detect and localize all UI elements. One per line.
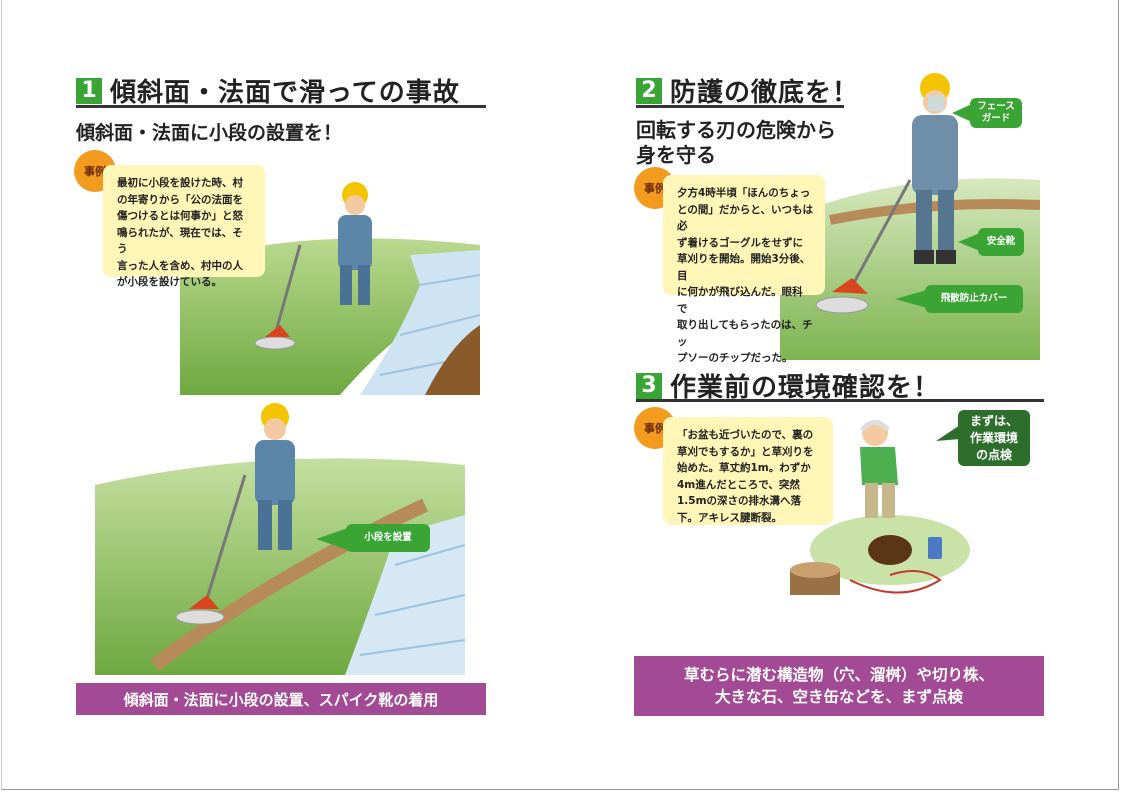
section3-banner: 草むらに潜む構造物（穴、溜桝）や切り株、 大きな石、空き缶などを、まず点検 (634, 656, 1044, 716)
section2-case-line: ず着けるゴーグルをせずに (677, 236, 803, 249)
safety-shoes-tag: 安全靴 (978, 228, 1024, 256)
face-guard-tag-line: フェース (977, 101, 1015, 112)
section3-case-line: 始めた。草丈約1m。わずか (677, 462, 811, 474)
environment-check-tag: まずは、 作業環境 の点検 (958, 410, 1030, 466)
section2-subtitle: 回転する刃の危険から 身を守る (636, 118, 836, 168)
section2-heading: 2 防護の徹底を！ (636, 72, 859, 109)
face-guard-tag-line: ガード (981, 113, 1011, 124)
section2-number: 2 (636, 77, 662, 104)
section3-case-line: 下。アキレス腱断裂。 (677, 511, 782, 524)
section3-case-box: 「お盆も近づいたので、裏の 草刈でもするか」と草刈りを 始めた。草丈約1m。わず… (663, 417, 833, 525)
section1-case-line: 言った人を含め、村中の人 (117, 259, 243, 272)
face-guard-tag-pointer (952, 104, 972, 122)
environment-check-tag-line: 作業環境 (969, 430, 1018, 445)
section3-heading: 3 作業前の環境確認を！ (636, 367, 940, 404)
section1-rule (76, 105, 486, 108)
section1-case-line: の年寄りから「公の法面を (117, 193, 243, 206)
face-guard-tag: フェース ガード (970, 98, 1022, 128)
section2-case-line: 草刈りを開始。開始3分後、目 (677, 253, 811, 282)
section1-case-line: 最初に小段を設けた時、村 (117, 177, 243, 189)
terrace-tag-pointer (316, 528, 348, 550)
section1-number: 1 (76, 77, 102, 104)
section2-title: 防護の徹底を！ (670, 78, 860, 108)
section2-case-line: プソーのチップだった。 (677, 352, 793, 364)
section3-case-line: 草刈でもするか」と草刈りを (677, 445, 814, 458)
section1-title: 傾斜面・法面で滑っての事故 (110, 78, 460, 108)
terrace-tag: 小段を設置 (346, 524, 430, 552)
section3-title: 作業前の環境確認を！ (670, 373, 941, 403)
section2-case-line: に何かが飛び込んだ。眼科で (677, 286, 803, 315)
section2-subtitle-line: 回転する刃の危険から (636, 118, 836, 142)
scatter-cover-tag: 飛散防止カバー (925, 285, 1023, 313)
environment-check-tag-line: の点検 (975, 447, 1012, 462)
section3-case-line: 「お盆も近づいたので、裏の (677, 429, 814, 441)
terrace-worker-illustration (95, 403, 465, 675)
section3-case-line: 1.5mの深さの排水溝へ落 (677, 495, 802, 507)
environment-check-illustration (790, 420, 970, 595)
section1-case-line: 鳴られたが、現在では、そう (117, 226, 243, 256)
section3-banner-line: 草むらに潜む構造物（穴、溜桝）や切り株、 (683, 666, 994, 684)
section1-case-line: 傷つけるとは何事か」と怒 (117, 210, 243, 222)
section1-heading: 1 傾斜面・法面で滑っての事故 (76, 72, 460, 109)
safety-shoes-tag-pointer (958, 233, 980, 251)
section2-case-line: 夕方4時半頃「ほんのちょっ (677, 187, 811, 199)
protective-gear-illustration (780, 73, 1040, 360)
environment-check-tag-pointer (936, 425, 960, 441)
section2-rule (636, 105, 844, 108)
section2-case-line: 取り出してもらったのは、チッ (677, 319, 813, 348)
section3-banner-line: 大きな石、空き缶などを、まず点検 (714, 688, 963, 706)
section1-case-box: 最初に小段を設けた時、村 の年寄りから「公の法面を 傷つけるとは何事か」と怒 鳴… (103, 165, 265, 288)
scatter-cover-tag-pointer (895, 290, 927, 308)
section3-rule (636, 399, 1044, 402)
section2-case-box: 夕方4時半頃「ほんのちょっ との間」だからと、いつもは必 ず着けるゴーグルをせず… (663, 175, 825, 364)
slope-worker-illustration (180, 182, 480, 395)
section1-banner: 傾斜面・法面に小段の設置、スパイク靴の着用 (76, 683, 486, 715)
environment-check-tag-line: まずは、 (969, 413, 1018, 428)
section1-case-line: が小段を設けている。 (117, 276, 222, 288)
section1-subtitle: 傾斜面・法面に小段の設置を！ (76, 122, 343, 144)
section3-case-line: 4m進んだところで、突然 (677, 478, 800, 491)
section3-number: 3 (636, 372, 662, 399)
section2-subtitle-line: 身を守る (636, 143, 716, 167)
section2-case-line: との間」だからと、いつもは必 (677, 203, 813, 233)
